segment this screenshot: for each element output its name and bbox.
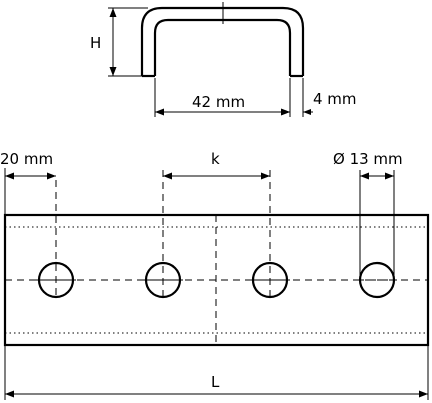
dimension-wire-diameter: 4 mm: [280, 78, 357, 117]
label-hole-diameter: Ø 13 mm: [333, 150, 403, 168]
dimension-height: H: [90, 7, 148, 77]
strip-view: [3, 170, 430, 347]
u-bracket-view: [140, 2, 305, 78]
label-total-length: L: [211, 373, 220, 391]
label-inner-width: 42 mm: [192, 93, 245, 111]
label-height: H: [90, 34, 101, 52]
dimension-hole-diameter: Ø 13 mm: [333, 150, 403, 180]
hole-3: [250, 170, 290, 299]
label-wire-diameter: 4 mm: [313, 90, 357, 108]
hole-4: [357, 170, 397, 299]
dimension-inner-width: 42 mm: [154, 78, 291, 117]
label-edge-distance: 20 mm: [0, 150, 53, 168]
dimension-total-length: L: [4, 345, 429, 400]
hole-2: [143, 170, 183, 299]
u-bracket-inner: [153, 18, 292, 76]
dimension-edge-distance: 20 mm: [0, 150, 56, 215]
dimension-hole-spacing: k: [163, 150, 270, 180]
hole-1: [36, 180, 76, 299]
label-hole-spacing: k: [211, 150, 220, 168]
